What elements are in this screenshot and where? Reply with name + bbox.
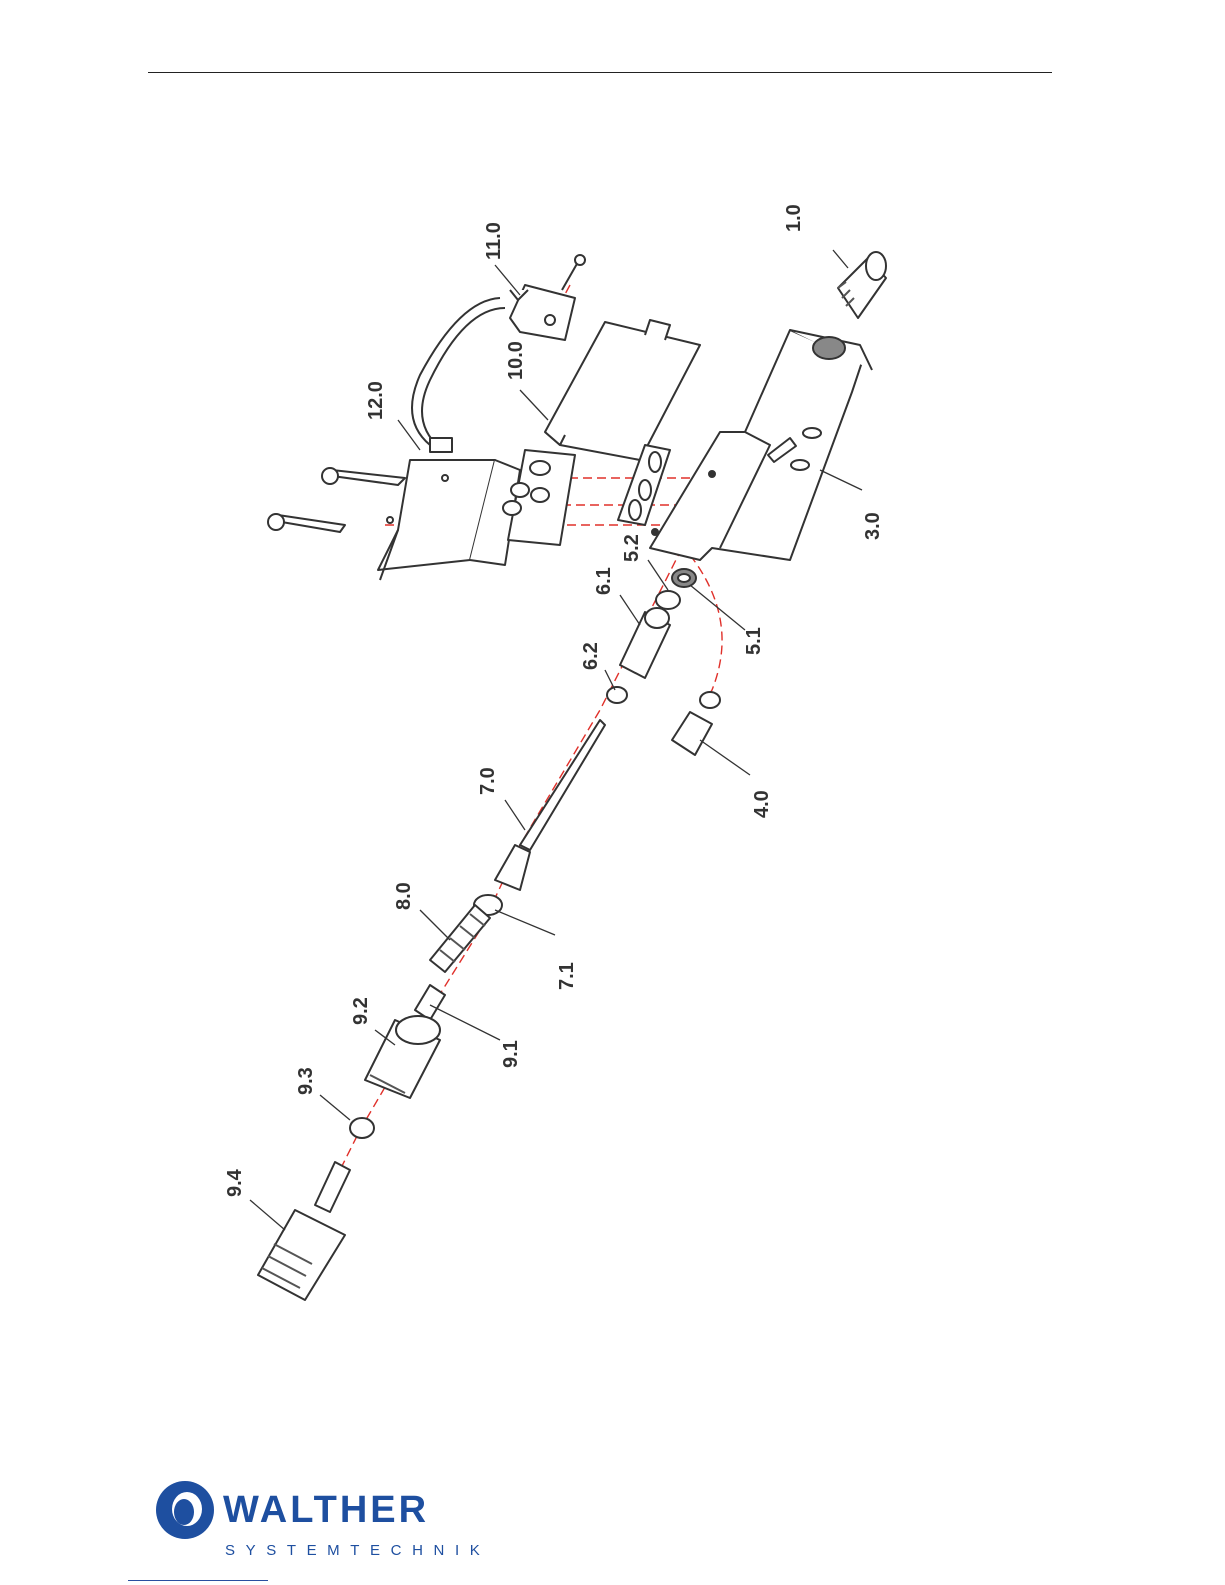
walther-logo: WALTHER SYSTEMTECHNIK: [153, 1476, 483, 1566]
part-6-1-nozzle-body: [620, 608, 670, 678]
part-label-1-0: 1.0: [783, 204, 805, 232]
brand-name: WALTHER: [223, 1489, 429, 1531]
part-9-1-spacer: [415, 985, 445, 1020]
part-label-3-0: 3.0: [862, 512, 884, 540]
part-label-5-1: 5.1: [743, 627, 765, 655]
part-10-0-coil: [545, 320, 700, 460]
part-label-8-0: 8.0: [393, 882, 415, 910]
part-label-12-0: 12.0: [365, 381, 387, 420]
part-label-7-0: 7.0: [477, 767, 499, 795]
part-label-10-0: 10.0: [505, 341, 527, 380]
part-label-9-2: 9.2: [350, 997, 372, 1025]
part-label-9-1: 9.1: [500, 1040, 522, 1068]
part-label-9-3: 9.3: [295, 1067, 317, 1095]
part-9-2-housing: [365, 1016, 440, 1098]
part-11-0-screw: [562, 255, 585, 290]
part-bolts: [268, 468, 405, 532]
part-11-0-connector: [510, 285, 575, 340]
part-6-2-seal: [607, 687, 627, 703]
part-label-7-1: 7.1: [556, 962, 578, 990]
part-12-0-cable: [412, 298, 505, 452]
footer-rule: [128, 1580, 268, 1581]
part-7-0-needle: [495, 720, 605, 890]
part-label-4-0: 4.0: [751, 790, 773, 818]
part-label-6-2: 6.2: [580, 642, 602, 670]
part-9-3-washer: [350, 1118, 374, 1138]
part-label-5-2: 5.2: [621, 534, 643, 562]
part-9-4-knob: [258, 1162, 350, 1300]
part-label-9-4: 9.4: [224, 1168, 246, 1197]
part-1-0-cable-gland: [838, 252, 886, 318]
part-label-11-0: 11.0: [483, 222, 505, 260]
brand-subtitle: SYSTEMTECHNIK: [225, 1542, 483, 1559]
part-label-6-1: 6.1: [593, 567, 615, 595]
walther-logo-icon: [156, 1481, 214, 1539]
part-4-0-fitting: [672, 692, 720, 755]
